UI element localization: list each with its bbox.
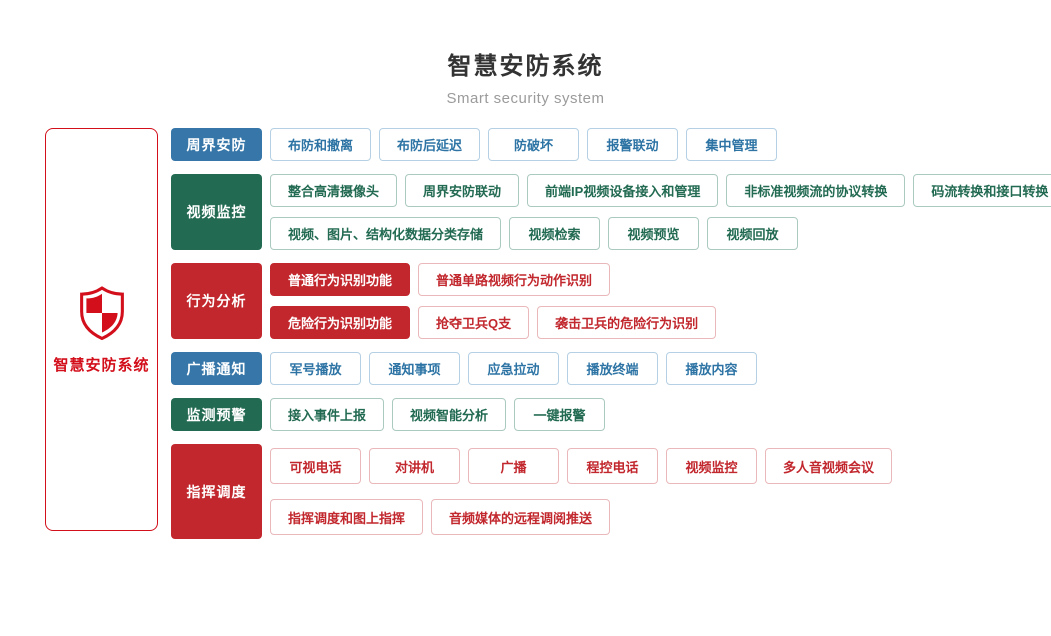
feature-node: 普通行为识别功能: [270, 263, 411, 296]
row-周界安防: 周界安防布防和撤离布防后延迟防破坏报警联动集中管理: [171, 128, 1051, 161]
diagram-body: 智慧安防系统 周界安防布防和撤离布防后延迟防破坏报警联动集中管理视频监控整合高清…: [45, 128, 1051, 539]
feature-node: 音频媒体的远程调阅推送: [431, 499, 611, 535]
feature-node: 抢夺卫兵Q支: [418, 306, 530, 339]
feature-node: 布防后延迟: [379, 128, 481, 161]
feature-node: 周界安防联动: [405, 174, 520, 207]
shield-icon: [79, 285, 124, 340]
category-node: 广播通知: [171, 352, 262, 385]
feature-node: 可视电话: [270, 448, 361, 484]
feature-node: 接入事件上报: [270, 398, 385, 431]
feature-node: 普通单路视频行为动作识别: [418, 263, 611, 296]
feature-node: 报警联动: [587, 128, 679, 161]
feature-node: 集中管理: [686, 128, 778, 161]
category-node: 指挥调度: [171, 444, 262, 539]
feature-node: 视频回放: [707, 217, 799, 250]
category-node: 监测预警: [171, 398, 262, 431]
feature-node: 视频、图片、结构化数据分类存储: [270, 217, 502, 250]
feature-node: 布防和撤离: [270, 128, 372, 161]
feature-node: 视频监控: [666, 448, 757, 484]
feature-node: 军号播放: [270, 352, 361, 385]
category-node: 行为分析: [171, 263, 262, 339]
root-node: 智慧安防系统: [45, 128, 158, 531]
row-监测预警: 监测预警接入事件上报视频智能分析一键报警: [171, 398, 1051, 431]
feature-node: 播放内容: [666, 352, 757, 385]
feature-node: 码流转换和接口转换: [913, 174, 1051, 207]
feature-node: 非标准视频流的协议转换: [726, 174, 906, 207]
feature-node: 前端IP视频设备接入和管理: [527, 174, 719, 207]
feature-node: 袭击卫兵的危险行为识别: [537, 306, 717, 339]
feature-node: 一键报警: [514, 398, 606, 431]
feature-node: 广播: [468, 448, 559, 484]
category-node: 视频监控: [171, 174, 262, 250]
feature-node: 通知事项: [369, 352, 460, 385]
feature-node: 视频预览: [608, 217, 700, 250]
feature-node: 多人音视频会议: [765, 448, 893, 484]
feature-node: 防破坏: [488, 128, 580, 161]
category-node: 周界安防: [171, 128, 262, 161]
row-指挥调度: 指挥调度可视电话对讲机广播程控电话视频监控多人音视频会议指挥调度和图上指挥音频媒…: [171, 444, 1051, 539]
row-行为分析: 行为分析普通行为识别功能普通单路视频行为动作识别危险行为识别功能抢夺卫兵Q支袭击…: [171, 263, 1051, 339]
feature-node: 播放终端: [567, 352, 658, 385]
root-node-label: 智慧安防系统: [53, 356, 150, 374]
feature-node: 视频检索: [509, 217, 601, 250]
feature-node: 程控电话: [567, 448, 658, 484]
feature-rows: 周界安防布防和撤离布防后延迟防破坏报警联动集中管理视频监控整合高清摄像头周界安防…: [171, 128, 1051, 539]
row-广播通知: 广播通知军号播放通知事项应急拉动播放终端播放内容: [171, 352, 1051, 385]
feature-node: 对讲机: [369, 448, 460, 484]
row-视频监控: 视频监控整合高清摄像头周界安防联动前端IP视频设备接入和管理非标准视频流的协议转…: [171, 174, 1051, 250]
page-subtitle: Smart security system: [446, 90, 605, 107]
page-header: 智慧安防系统 Smart security system: [0, 0, 1051, 107]
feature-node: 危险行为识别功能: [270, 306, 411, 339]
feature-node: 整合高清摄像头: [270, 174, 398, 207]
feature-node: 应急拉动: [468, 352, 559, 385]
page-title: 智慧安防系统: [447, 53, 604, 80]
feature-node: 指挥调度和图上指挥: [270, 499, 424, 535]
feature-node: 视频智能分析: [392, 398, 507, 431]
